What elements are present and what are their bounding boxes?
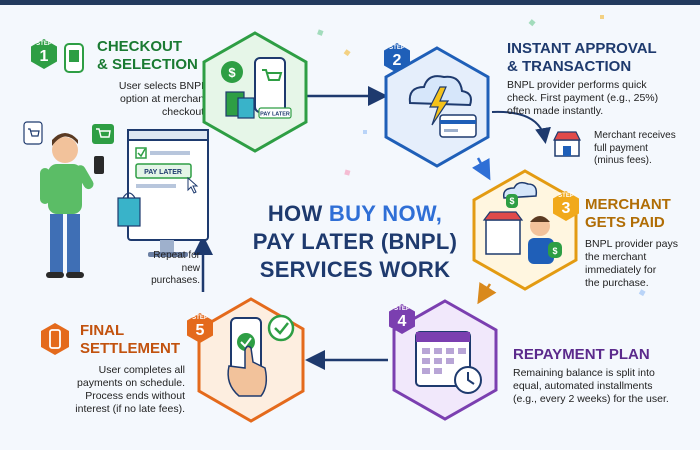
step5-heading: FINAL SETTLEMENT bbox=[80, 322, 180, 358]
step3-description: BNPL provider pays the merchant immediat… bbox=[585, 238, 693, 290]
step1-badge: STEP 1 bbox=[30, 38, 58, 70]
step2-description: BNPL provider performs quick check. Firs… bbox=[507, 79, 692, 118]
step5-desc-line1: User completes all bbox=[98, 364, 185, 376]
step1-phone-icon bbox=[60, 42, 88, 79]
step1-desc-line3: checkout. bbox=[162, 106, 207, 118]
step4-description: Remaining balance is split into equal, a… bbox=[513, 367, 698, 406]
step2-desc-line1: BNPL provider performs quick bbox=[507, 79, 647, 91]
step3-heading-line2: GETS PAID bbox=[585, 214, 665, 231]
arrow-3-to-4 bbox=[477, 281, 497, 305]
merchant-note-line1: Merchant receives bbox=[594, 130, 676, 141]
repeat-note-line1: Repeat for bbox=[153, 250, 200, 261]
step1-description: User selects BNPL option at merchant che… bbox=[97, 80, 207, 119]
step2-desc-line3: often made instantly. bbox=[507, 105, 604, 117]
step1-label: STEP bbox=[36, 41, 52, 47]
step5-badge: STEP 5 bbox=[186, 312, 214, 344]
step3-heading: MERCHANT GETS PAID bbox=[585, 196, 671, 232]
arrow-2-to-merchant bbox=[491, 110, 551, 144]
step1-desc-line1: User selects BNPL bbox=[118, 80, 207, 92]
step2-number: 2 bbox=[392, 52, 402, 69]
repeat-note: Repeat for new purchases. bbox=[130, 250, 200, 288]
step1-heading-line1: CHECKOUT bbox=[97, 38, 182, 55]
step1-illustration: $ PAY LATER bbox=[200, 30, 310, 160]
step5-desc-line4: interest (if no late fees). bbox=[75, 403, 185, 415]
step3-desc-line3: immediately for bbox=[585, 264, 657, 276]
step4-number: 4 bbox=[397, 313, 407, 330]
svg-text:$: $ bbox=[552, 246, 557, 256]
step5-desc-line2: payments on schedule. bbox=[77, 377, 185, 389]
arrow-2-to-3 bbox=[471, 157, 491, 181]
step2-desc-line2: check. First payment (e.g., 25%) bbox=[507, 92, 659, 104]
step3-desc-line4: the purchase. bbox=[585, 277, 649, 289]
step3-badge: STEP 3 bbox=[552, 190, 580, 222]
title-line1-b: BUY NOW, bbox=[328, 201, 443, 226]
merchant-note-line2: full payment bbox=[594, 142, 648, 154]
step1-heading-line2: & SELECTION bbox=[97, 56, 198, 73]
step5-illustration bbox=[195, 296, 307, 431]
step4-desc-line2: equal, automated installments bbox=[513, 380, 653, 392]
merchant-note-line3: (minus fees). bbox=[594, 155, 652, 166]
monitor-pay-later-text: PAY LATER bbox=[144, 169, 182, 176]
step2-heading: INSTANT APPROVAL & TRANSACTION bbox=[507, 40, 657, 76]
step4-badge: STEP 4 bbox=[388, 303, 416, 335]
step5-number: 5 bbox=[195, 322, 205, 339]
step3-desc-line1: BNPL provider pays bbox=[585, 238, 678, 250]
phone-pay-later-text: PAY LATER bbox=[260, 112, 290, 118]
step4-heading-line1: REPAYMENT PLAN bbox=[513, 346, 650, 363]
step1-heading: CHECKOUT & SELECTION bbox=[97, 38, 198, 74]
step1-number: 1 bbox=[39, 48, 49, 65]
step3-desc-line2: the merchant bbox=[585, 251, 647, 263]
step1-desc-line2: option at merchant bbox=[120, 93, 207, 105]
step2-heading-line2: & TRANSACTION bbox=[507, 58, 632, 75]
repeat-note-line2: new purchases. bbox=[151, 262, 200, 287]
shopper-illustration: PAY LATER bbox=[20, 118, 220, 303]
step4-desc-line3: (e.g., every 2 weeks) for the user. bbox=[513, 393, 669, 405]
step3-illustration: $ $ bbox=[470, 168, 580, 298]
top-bar bbox=[0, 0, 700, 5]
merchant-receives-note: Merchant receives full payment (minus fe… bbox=[594, 130, 694, 168]
step5-heading-line1: FINAL bbox=[80, 322, 125, 339]
confetti bbox=[317, 15, 646, 384]
step5-label: STEP bbox=[192, 315, 208, 321]
title-line1-a: HOW bbox=[267, 201, 329, 226]
step2-illustration bbox=[382, 45, 492, 175]
step5-description: User completes all payments on schedule.… bbox=[45, 364, 185, 416]
title-line3: SERVICES WORK bbox=[259, 257, 451, 282]
step5-desc-line3: Process ends without bbox=[85, 390, 185, 402]
step3-heading-line1: MERCHANT bbox=[585, 196, 671, 213]
step2-label: STEP bbox=[389, 45, 405, 51]
step4-heading: REPAYMENT PLAN bbox=[513, 346, 650, 364]
store-icon bbox=[552, 128, 582, 163]
step5-heading-line2: SETTLEMENT bbox=[80, 340, 180, 357]
step2-heading-line1: INSTANT APPROVAL bbox=[507, 40, 657, 57]
step4-desc-line1: Remaining balance is split into bbox=[513, 367, 655, 379]
step4-label: STEP bbox=[394, 306, 410, 312]
step4-illustration bbox=[390, 298, 500, 428]
title-line2: PAY LATER (BNPL) bbox=[252, 229, 458, 254]
diagram-title: HOW BUY NOW, PAY LATER (BNPL) SERVICES W… bbox=[230, 200, 480, 284]
svg-text:$: $ bbox=[509, 196, 514, 206]
svg-text:$: $ bbox=[228, 65, 236, 80]
step5-phone-icon bbox=[40, 322, 70, 361]
step3-number: 3 bbox=[561, 200, 571, 217]
step3-label: STEP bbox=[558, 193, 574, 199]
